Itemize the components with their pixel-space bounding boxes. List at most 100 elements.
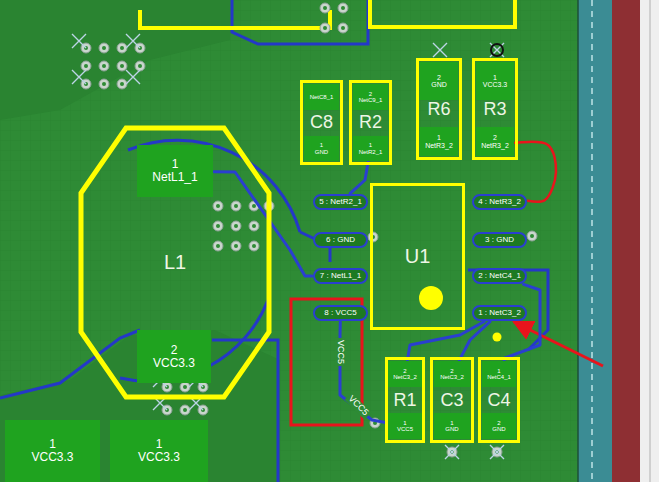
- pin-label: 3 : GND: [485, 236, 514, 244]
- pin-label: 4 : NetR3_2: [478, 198, 521, 206]
- copper-pour: [0, 0, 230, 120]
- annotation-arrow: [514, 322, 603, 366]
- cross-marks: [126, 34, 140, 48]
- trace-outline: [232, 0, 368, 44]
- smd-pad: 1GND: [304, 136, 339, 161]
- net-label: 1: [437, 134, 441, 141]
- copper-pour: [0, 330, 280, 482]
- net-label: NetR3_2: [425, 142, 453, 149]
- inductor-outline: [81, 128, 269, 397]
- cross-marks: [490, 43, 504, 57]
- net-label: NetC9_1: [359, 97, 383, 103]
- ic-pin-pad: 2 : NetC4_1: [472, 268, 527, 284]
- via-array: [117, 43, 127, 53]
- smd-pad: 1NetL1_1: [137, 145, 213, 197]
- annotation-trace: [515, 142, 556, 202]
- via-array: [180, 405, 190, 415]
- cross-marks: [491, 44, 503, 56]
- reference-designator: R3: [483, 100, 506, 119]
- ic-pin-pad: 6 : GND: [313, 232, 368, 248]
- trace-outline: [212, 340, 278, 482]
- silkscreen-outline: [370, 0, 515, 27]
- cross-marks: [72, 34, 86, 48]
- cross-marks: [433, 43, 447, 57]
- via-array: [117, 79, 127, 89]
- via-array: [81, 3, 537, 457]
- reference-designator: C4: [487, 391, 510, 410]
- net-label: NetC8_1: [310, 94, 334, 100]
- cross-marks: [126, 70, 140, 84]
- smd-pad: NetC8_1: [304, 84, 339, 110]
- pin1-marker: [493, 333, 502, 342]
- via-array: [213, 221, 223, 231]
- net-label: NetC3_2: [440, 374, 464, 380]
- pin-label: 7 : NetL1_1: [320, 272, 361, 280]
- smd-pad: 1VCC3.3: [476, 62, 514, 100]
- smd-pad: 2NetR3_2: [476, 127, 514, 156]
- board-edge-strips: [650, 0, 651, 482]
- smd-pad: 1VCC3.3: [5, 420, 100, 482]
- smd-pad: 1NetR3_2: [420, 127, 458, 156]
- via-array: [320, 23, 330, 33]
- smd-pad: 2GND: [482, 413, 516, 439]
- reference-designator: L1: [164, 252, 186, 273]
- via-array: [368, 232, 378, 242]
- ic-pin-pad: 3 : GND: [472, 232, 527, 248]
- net-label: 2: [171, 344, 178, 357]
- net-label: 2: [369, 91, 372, 97]
- inductor-outline: L1 1NetL1_1 2VCC3.3: [78, 125, 272, 400]
- net-label: 1: [156, 438, 163, 451]
- pin-label: 2 : NetC4_1: [478, 272, 521, 280]
- component-outline: C8 NetC8_1 1GND: [300, 80, 343, 165]
- pin-label: 1 : NetC3_2: [478, 309, 521, 317]
- smd-pad: 2NetC3_2: [388, 361, 422, 387]
- reference-designator: C8: [310, 113, 333, 132]
- via-array: [527, 231, 537, 241]
- net-label: 1: [320, 142, 323, 148]
- via-array: [117, 61, 127, 71]
- component-outline: R22NetC9_11NetR2_1: [349, 80, 392, 165]
- component-outline: R31VCC3.3 2NetR3_2: [472, 58, 518, 160]
- ic-pin-pad: 1 : NetC3_2: [472, 305, 527, 321]
- net-label: 1: [493, 74, 497, 81]
- via-array: [81, 61, 91, 71]
- smd-pad: 1VCC5: [388, 413, 422, 439]
- via-array: [135, 61, 145, 71]
- smd-pad: 2NetC3_2: [434, 361, 470, 387]
- net-label: 1: [450, 420, 453, 426]
- net-label: 2: [497, 420, 500, 426]
- net-label: VCC5: [397, 426, 413, 432]
- net-label: VCC3.3: [138, 451, 180, 464]
- via-array: [249, 241, 259, 251]
- via-array: [231, 241, 241, 251]
- component-outline: R1 2NetC3_2 1VCC5: [385, 357, 425, 443]
- net-label: 1: [369, 142, 372, 148]
- trace-outline: [0, 0, 548, 482]
- silkscreen-outline: [140, 10, 330, 28]
- net-label: 1: [172, 158, 179, 171]
- pin-label: 8 : VCC5: [324, 309, 356, 317]
- net-label: NetR2_1: [359, 149, 383, 155]
- net-label: 1: [497, 368, 500, 374]
- smd-pad: 1NetR2_1: [353, 136, 388, 161]
- net-label: GND: [445, 426, 458, 432]
- net-label: NetL1_1: [152, 171, 197, 184]
- via-array: [99, 79, 109, 89]
- board-edge-strips: [577, 0, 579, 482]
- copper-trace: [504, 284, 540, 360]
- component-outline: C32NetC3_21GND: [430, 357, 474, 443]
- cross-marks: [445, 445, 459, 459]
- via-array: [99, 43, 109, 53]
- via-array: [249, 221, 259, 231]
- component-outline: R62GND1NetR3_2: [416, 58, 462, 160]
- smd-pad: 2NetC9_1: [353, 84, 388, 110]
- smd-pad: 2VCC3.3: [137, 330, 211, 383]
- reference-designator: R1: [393, 391, 416, 410]
- net-label: 1: [49, 438, 56, 451]
- net-label: VCC3.3: [153, 357, 195, 370]
- component-outline: C41NetC4_12GND: [478, 357, 520, 443]
- net-label: GND: [492, 426, 505, 432]
